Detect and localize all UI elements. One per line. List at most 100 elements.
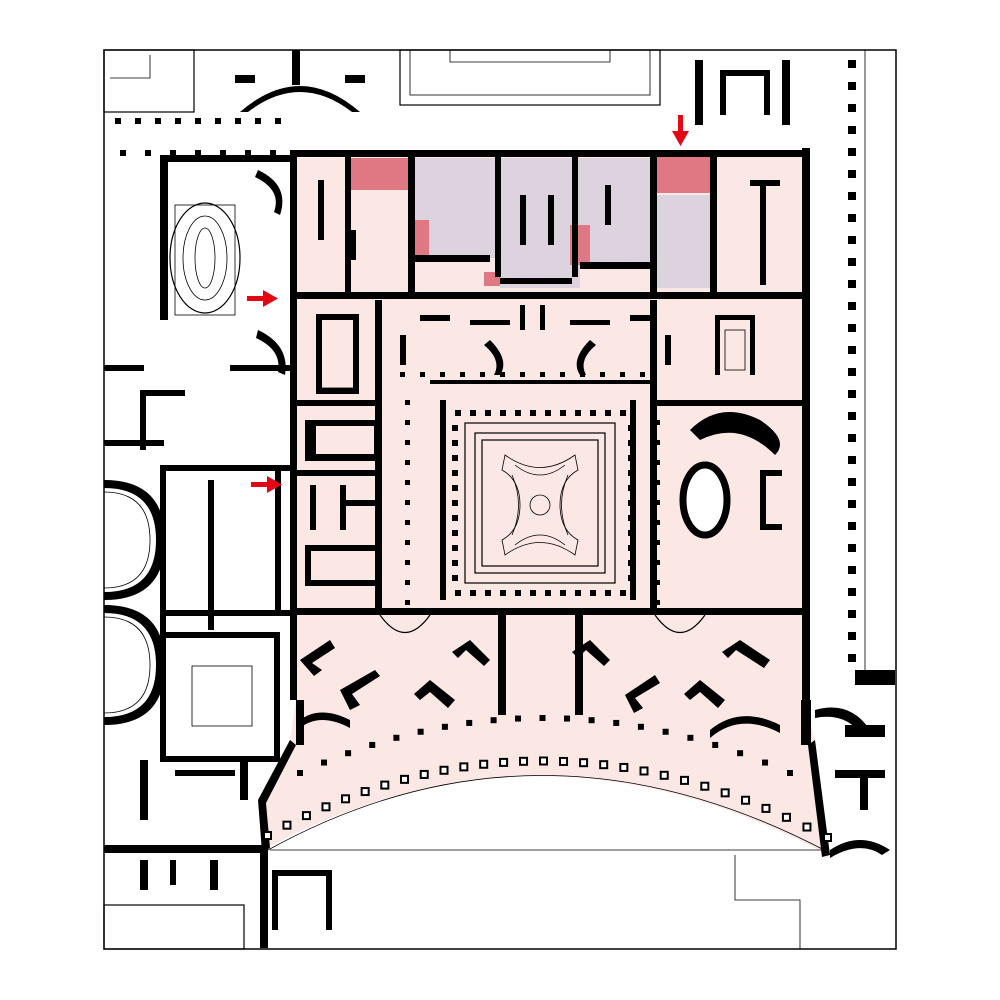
portico-column <box>155 118 161 124</box>
arrow-down-icon <box>672 115 689 146</box>
central-pool <box>501 454 579 556</box>
exedra-pier <box>659 770 669 780</box>
column <box>560 372 565 377</box>
column <box>605 410 611 416</box>
central-courtyard <box>462 420 617 585</box>
exedra-pier <box>439 765 449 775</box>
east-oval-pool <box>679 461 731 539</box>
column <box>545 410 551 416</box>
column <box>530 410 536 416</box>
portico-column <box>848 610 856 618</box>
exedra-pier <box>321 759 328 766</box>
column <box>655 460 660 465</box>
portico-column <box>848 522 856 530</box>
column <box>590 590 596 596</box>
column <box>575 590 581 596</box>
column <box>485 410 491 416</box>
portico-column <box>170 150 176 156</box>
column <box>655 580 660 585</box>
north-room-walls <box>318 157 780 292</box>
exedra-pier <box>720 788 730 798</box>
column <box>600 372 605 377</box>
exedra-pier <box>282 820 292 830</box>
column <box>530 590 536 596</box>
portico-column <box>848 302 856 310</box>
exedra-pier <box>400 774 409 784</box>
exedra-piers <box>263 715 832 842</box>
portico-column <box>848 346 856 354</box>
column <box>405 520 410 525</box>
column <box>640 372 645 377</box>
column <box>500 410 506 416</box>
portico-column <box>848 368 856 376</box>
portico-column <box>848 654 856 662</box>
column <box>405 480 410 485</box>
exedra-pier <box>466 719 473 726</box>
east-wing-rooms <box>650 300 807 610</box>
portico-column <box>135 118 141 124</box>
east-portico <box>115 60 856 662</box>
column <box>620 410 626 416</box>
column <box>405 400 410 405</box>
column <box>520 372 525 377</box>
north-exedra <box>240 86 360 112</box>
portico-column <box>848 258 856 266</box>
exedra-pier <box>680 775 689 785</box>
column <box>620 590 626 596</box>
portico-column <box>848 566 856 574</box>
highlighted-room-3 <box>413 220 429 260</box>
exedra-pier <box>459 762 469 772</box>
exedra-pier <box>360 787 370 797</box>
portico-column <box>215 118 221 124</box>
portico-column <box>235 118 241 124</box>
inner-corridor-walls <box>400 305 671 600</box>
portico-column <box>270 150 276 156</box>
exedra-pier <box>301 811 311 821</box>
column <box>440 372 445 377</box>
portico-column <box>848 280 856 288</box>
column <box>515 410 521 416</box>
column <box>405 600 410 605</box>
west-elliptical-building <box>160 155 290 375</box>
column <box>470 410 476 416</box>
exedra-pier <box>787 770 793 776</box>
exedra-outer-wall-west <box>258 740 296 852</box>
exedra-pier <box>515 715 522 722</box>
column <box>500 372 505 377</box>
portico-column <box>848 500 856 508</box>
portico-column <box>175 118 181 124</box>
exedra-pier <box>519 756 529 766</box>
column <box>455 590 461 596</box>
portico-column <box>848 478 856 486</box>
column <box>452 485 458 491</box>
courtyard-outer <box>462 420 617 585</box>
column <box>620 372 625 377</box>
portico-column <box>848 390 856 398</box>
portico-column <box>848 434 856 442</box>
column <box>655 600 660 605</box>
portico-column <box>848 104 856 112</box>
column <box>590 410 596 416</box>
column <box>575 410 581 416</box>
column <box>452 470 458 476</box>
portico-column <box>848 632 856 640</box>
column <box>405 540 410 545</box>
column <box>405 560 410 565</box>
portico-column <box>848 236 856 244</box>
exedra-pier <box>741 795 751 805</box>
south-wing <box>300 614 770 715</box>
column <box>470 590 476 596</box>
column <box>500 590 506 596</box>
portico-column <box>195 150 201 156</box>
portico-column <box>220 150 226 156</box>
portico-column <box>848 456 856 464</box>
annotation-arrows <box>247 115 689 493</box>
southwest-court <box>140 632 280 820</box>
exedra-pier <box>700 781 710 791</box>
column <box>405 500 410 505</box>
column <box>485 590 491 596</box>
exedra-pier <box>499 757 509 767</box>
portico-column <box>848 214 856 222</box>
exedra-pier <box>297 770 303 776</box>
exedra-pier <box>417 728 424 735</box>
